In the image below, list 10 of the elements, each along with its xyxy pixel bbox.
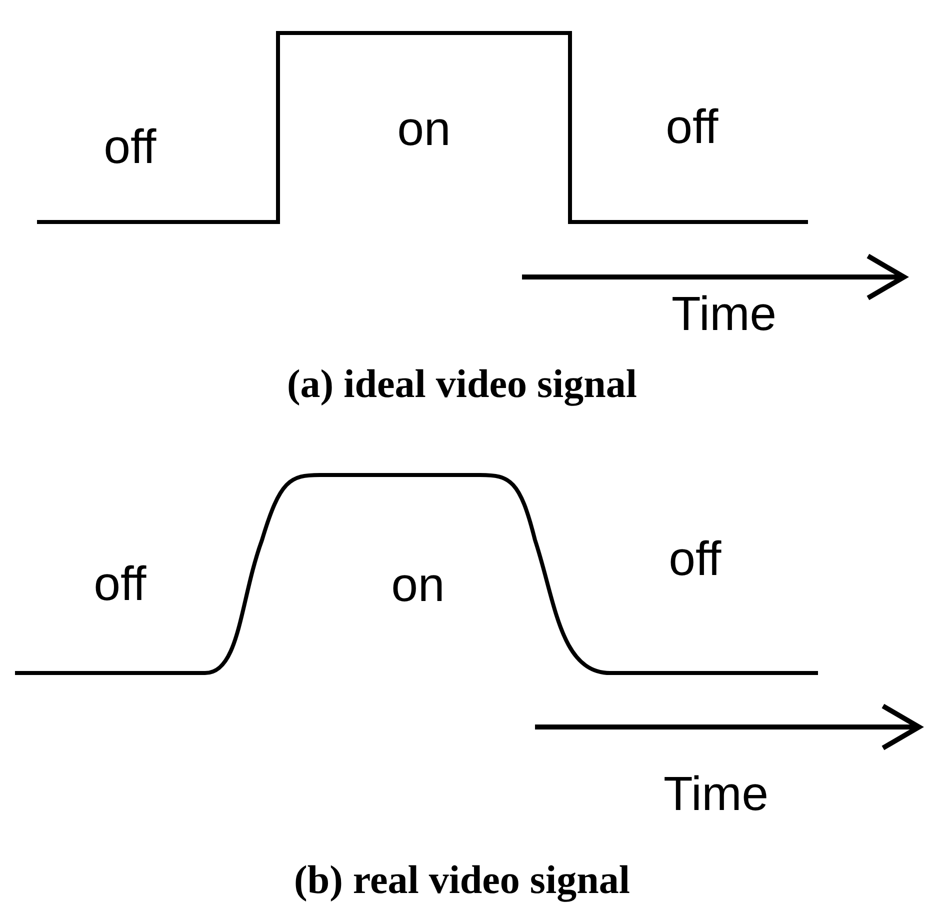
state-label: off [104, 124, 156, 172]
state-label: on [397, 106, 451, 154]
axis-label: Time [664, 771, 768, 819]
state-label: off [668, 536, 722, 584]
state-label: off [94, 561, 146, 609]
axis-label: Time [672, 291, 776, 339]
caption: (a) ideal video signal [286, 364, 638, 404]
caption: (b) real video signal [294, 860, 630, 900]
state-label: on [391, 562, 445, 610]
state-label: off [666, 104, 718, 152]
